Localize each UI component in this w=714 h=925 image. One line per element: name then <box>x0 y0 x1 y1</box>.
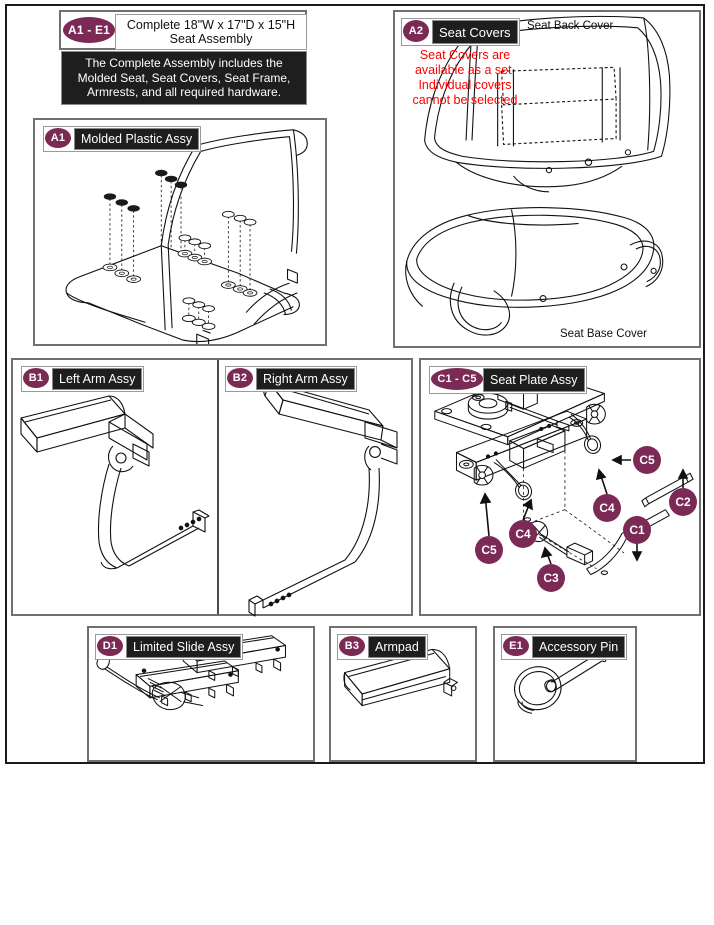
panel-b1-label-group: B1 Left Arm Assy <box>21 366 145 392</box>
callout-c5-upper: C5 <box>633 446 661 474</box>
callout-c5-lower: C5 <box>475 536 503 564</box>
seat-back-cover-label: Seat Back Cover <box>527 20 614 32</box>
title-badge: A1 - E1 <box>63 17 115 43</box>
panel-e1: E1 Accessory Pin <box>493 626 637 762</box>
callout-c4-upper: C4 <box>593 494 621 522</box>
panel-b2-badge: B2 <box>227 368 253 388</box>
panel-c-badge: C1 - C5 <box>431 368 483 390</box>
panel-d1-badge: D1 <box>97 636 123 656</box>
panel-a2-badge: A2 <box>403 20 429 42</box>
panel-d1-caption: Limited Slide Assy <box>126 636 242 658</box>
callout-c3: C3 <box>537 564 565 592</box>
diagram-sheet: A1 - E1 Complete 18"W x 17"D x 15"H Seat… <box>5 4 705 764</box>
panel-b3-caption: Armpad <box>368 636 426 658</box>
panel-b1-badge: B1 <box>23 368 49 388</box>
panel-e1-label-group: E1 Accessory Pin <box>501 634 628 660</box>
panel-b3: B3 Armpad <box>329 626 477 762</box>
panel-c-label-group: C1 - C5 Seat Plate Assy <box>429 366 587 394</box>
right-arm-illustration <box>219 360 415 618</box>
panel-d1: D1 Limited Slide Assy <box>87 626 315 762</box>
title-label-group: A1 - E1 Complete 18"W x 17"D x 15"H Seat… <box>63 14 307 50</box>
panel-b3-label-group: B3 Armpad <box>337 634 428 660</box>
panel-a2: A2 Seat Covers Seat Covers are available… <box>393 10 701 348</box>
panel-e1-badge: E1 <box>503 636 529 656</box>
seat-covers-warning: Seat Covers are available as a set. Indi… <box>412 48 518 107</box>
title-caption: Complete 18"W x 17"D x 15"H Seat Assembl… <box>115 14 307 50</box>
panel-b2-label-group: B2 Right Arm Assy <box>225 366 357 392</box>
panel-c-seat-plate: C5 C4 C2 C1 C5 C4 C3 C1 - C5 Seat Plate … <box>419 358 701 616</box>
panel-a1: A1 Molded Plastic Assy <box>33 118 327 346</box>
panel-b1-caption: Left Arm Assy <box>52 368 143 390</box>
assembly-note: The Complete Assembly includes the Molde… <box>61 51 307 105</box>
panel-a2-caption: Seat Covers <box>432 20 518 44</box>
left-arm-illustration <box>13 360 217 618</box>
panel-b3-badge: B3 <box>339 636 365 656</box>
callout-c1: C1 <box>623 516 651 544</box>
panel-e1-caption: Accessory Pin <box>532 636 626 658</box>
panel-a1-label-group: A1 Molded Plastic Assy <box>43 126 202 152</box>
arm-panel-divider <box>217 360 219 614</box>
panel-b2-caption: Right Arm Assy <box>256 368 355 390</box>
panel-c-caption: Seat Plate Assy <box>483 368 585 392</box>
panel-a1-caption: Molded Plastic Assy <box>74 128 200 150</box>
callout-c2: C2 <box>669 488 697 516</box>
callout-c4-lower: C4 <box>509 520 537 548</box>
panel-a2-label-group: A2 Seat Covers <box>401 18 520 46</box>
panel-arms-group: B1 Left Arm Assy B2 Right Arm Assy <box>11 358 415 618</box>
limited-slide-illustration <box>89 628 313 760</box>
seat-base-cover-label: Seat Base Cover <box>560 328 647 340</box>
panel-d1-label-group: D1 Limited Slide Assy <box>95 634 244 660</box>
molded-plastic-illustration <box>35 120 325 344</box>
panel-a1-badge: A1 <box>45 128 71 148</box>
